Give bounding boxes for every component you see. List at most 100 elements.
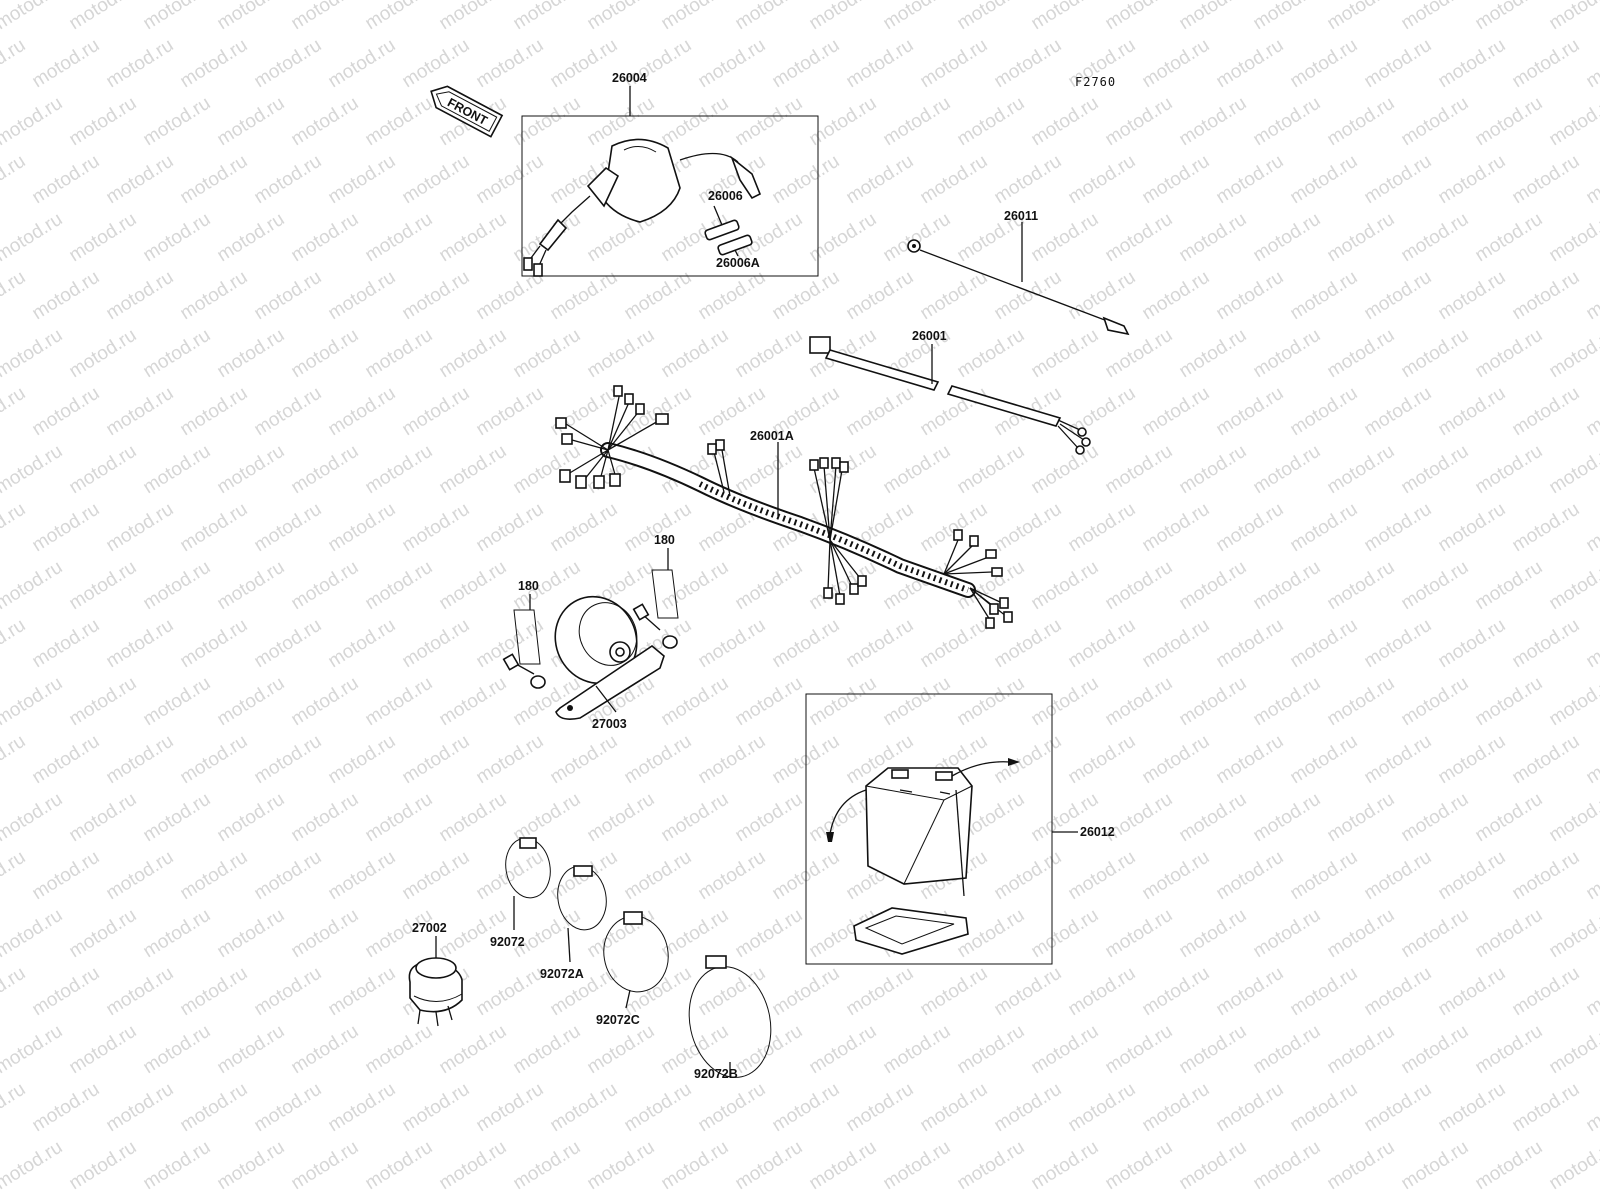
label-92072b: 92072B	[694, 1067, 738, 1081]
watermark-text: motod.ru	[1213, 151, 1288, 209]
watermark-text: motod.ru	[917, 151, 992, 209]
watermark-text: motod.ru	[1176, 93, 1251, 151]
watermark-text: motod.ru	[29, 1079, 104, 1137]
watermark-text: motod.ru	[436, 0, 511, 34]
watermark-text: motod.ru	[658, 0, 733, 34]
watermark-text: motod.ru	[177, 383, 252, 441]
watermark-text: motod.ru	[29, 963, 104, 1021]
watermark-text: motod.ru	[103, 383, 178, 441]
watermark-text: motod.ru	[362, 209, 437, 267]
label-92072c: 92072C	[596, 1013, 640, 1027]
watermark-text: motod.ru	[1361, 267, 1436, 325]
watermark-text: motod.ru	[991, 963, 1066, 1021]
watermark-text: motod.ru	[732, 1137, 807, 1195]
watermark-text: motod.ru	[1583, 847, 1600, 905]
watermark-text: motod.ru	[732, 557, 807, 615]
watermark-text: motod.ru	[843, 383, 918, 441]
label-27002: 27002	[412, 921, 447, 935]
watermark-text: motod.ru	[1546, 441, 1600, 499]
watermark-text: motod.ru	[399, 1195, 474, 1200]
label-26006: 26006	[708, 189, 743, 203]
watermark-text: motod.ru	[140, 1021, 215, 1079]
watermark-text: motod.ru	[1250, 1137, 1325, 1195]
watermark-text: motod.ru	[251, 1079, 326, 1137]
watermark-text: motod.ru	[1472, 673, 1547, 731]
watermark-text: motod.ru	[1287, 267, 1362, 325]
watermark-text: motod.ru	[658, 673, 733, 731]
watermark-text: motod.ru	[0, 963, 29, 1021]
watermark-text: motod.ru	[1509, 731, 1584, 789]
watermark-text: motod.ru	[1583, 1079, 1600, 1137]
watermark-text: motod.ru	[29, 847, 104, 905]
watermark-text: motod.ru	[1028, 557, 1103, 615]
watermark-text: motod.ru	[1213, 1195, 1288, 1200]
watermark-text: motod.ru	[1102, 1137, 1177, 1195]
watermark-text: motod.ru	[473, 963, 548, 1021]
fuse-26006: 26006	[704, 189, 743, 241]
watermark-text: motod.ru	[1361, 35, 1436, 93]
watermark-text: motod.ru	[325, 499, 400, 557]
watermark-text: motod.ru	[843, 267, 918, 325]
watermark-text: motod.ru	[1065, 731, 1140, 789]
watermark-text: motod.ru	[251, 151, 326, 209]
watermark-text: motod.ru	[1176, 441, 1251, 499]
watermark-text: motod.ru	[1250, 673, 1325, 731]
watermark-text: motod.ru	[1509, 963, 1584, 1021]
watermark-text: motod.ru	[288, 441, 363, 499]
watermark-text: motod.ru	[214, 557, 289, 615]
watermark-text: motod.ru	[1398, 93, 1473, 151]
watermark-text: motod.ru	[0, 847, 29, 905]
band-92072b: 92072B	[688, 955, 772, 1081]
watermark-text: motod.ru	[399, 847, 474, 905]
watermark-text: motod.ru	[66, 441, 141, 499]
watermark-text: motod.ru	[769, 615, 844, 673]
watermark-text: motod.ru	[1435, 615, 1510, 673]
watermark-text: motod.ru	[1287, 963, 1362, 1021]
watermark-text: motod.ru	[1028, 209, 1103, 267]
watermark-text: motod.ru	[1398, 209, 1473, 267]
watermark-text: motod.ru	[0, 93, 66, 151]
watermark-text: motod.ru	[1398, 325, 1473, 383]
watermark-text: motod.ru	[1435, 151, 1510, 209]
watermark-text: motod.ru	[362, 325, 437, 383]
watermark-text: motod.ru	[954, 673, 1029, 731]
watermark-text: motod.ru	[66, 209, 141, 267]
watermark-text: motod.ru	[991, 1195, 1066, 1200]
watermark-text: motod.ru	[584, 789, 659, 847]
watermark-text: motod.ru	[917, 1079, 992, 1137]
watermark-text: motod.ru	[0, 441, 66, 499]
watermark-text: motod.ru	[473, 151, 548, 209]
watermark-text: motod.ru	[917, 963, 992, 1021]
watermark-text: motod.ru	[1250, 789, 1325, 847]
watermark-text: motod.ru	[362, 557, 437, 615]
watermark-text: motod.ru	[1324, 673, 1399, 731]
watermark-text: motod.ru	[880, 93, 955, 151]
watermark-text: motod.ru	[140, 789, 215, 847]
watermark-text: motod.ru	[1583, 731, 1600, 789]
watermark-text: motod.ru	[288, 673, 363, 731]
watermark-text: motod.ru	[1472, 441, 1547, 499]
watermark-text: motod.ru	[880, 441, 955, 499]
watermark-text: motod.ru	[362, 441, 437, 499]
watermark-text: motod.ru	[1361, 1079, 1436, 1137]
watermark-text: motod.ru	[1065, 267, 1140, 325]
watermark-text: motod.ru	[251, 499, 326, 557]
watermark-text: motod.ru	[954, 1137, 1029, 1195]
watermark-text: motod.ru	[103, 267, 178, 325]
watermark-text: motod.ru	[954, 0, 1029, 34]
watermark-text: motod.ru	[473, 1079, 548, 1137]
watermark-text: motod.ru	[1435, 383, 1510, 441]
watermark-text: motod.ru	[1472, 789, 1547, 847]
watermark-text: motod.ru	[991, 35, 1066, 93]
watermark-text: motod.ru	[1213, 1079, 1288, 1137]
watermark-text: motod.ru	[1065, 151, 1140, 209]
watermark-text: motod.ru	[140, 1137, 215, 1195]
watermark-text: motod.ru	[1435, 963, 1510, 1021]
watermark-text: motod.ru	[695, 1195, 770, 1200]
battery-tray	[853, 907, 969, 955]
watermark-text: motod.ru	[1250, 905, 1325, 963]
watermark-text: motod.ru	[29, 151, 104, 209]
watermark-text: motod.ru	[214, 905, 289, 963]
watermark-text: motod.ru	[584, 905, 659, 963]
watermark-text: motod.ru	[177, 731, 252, 789]
